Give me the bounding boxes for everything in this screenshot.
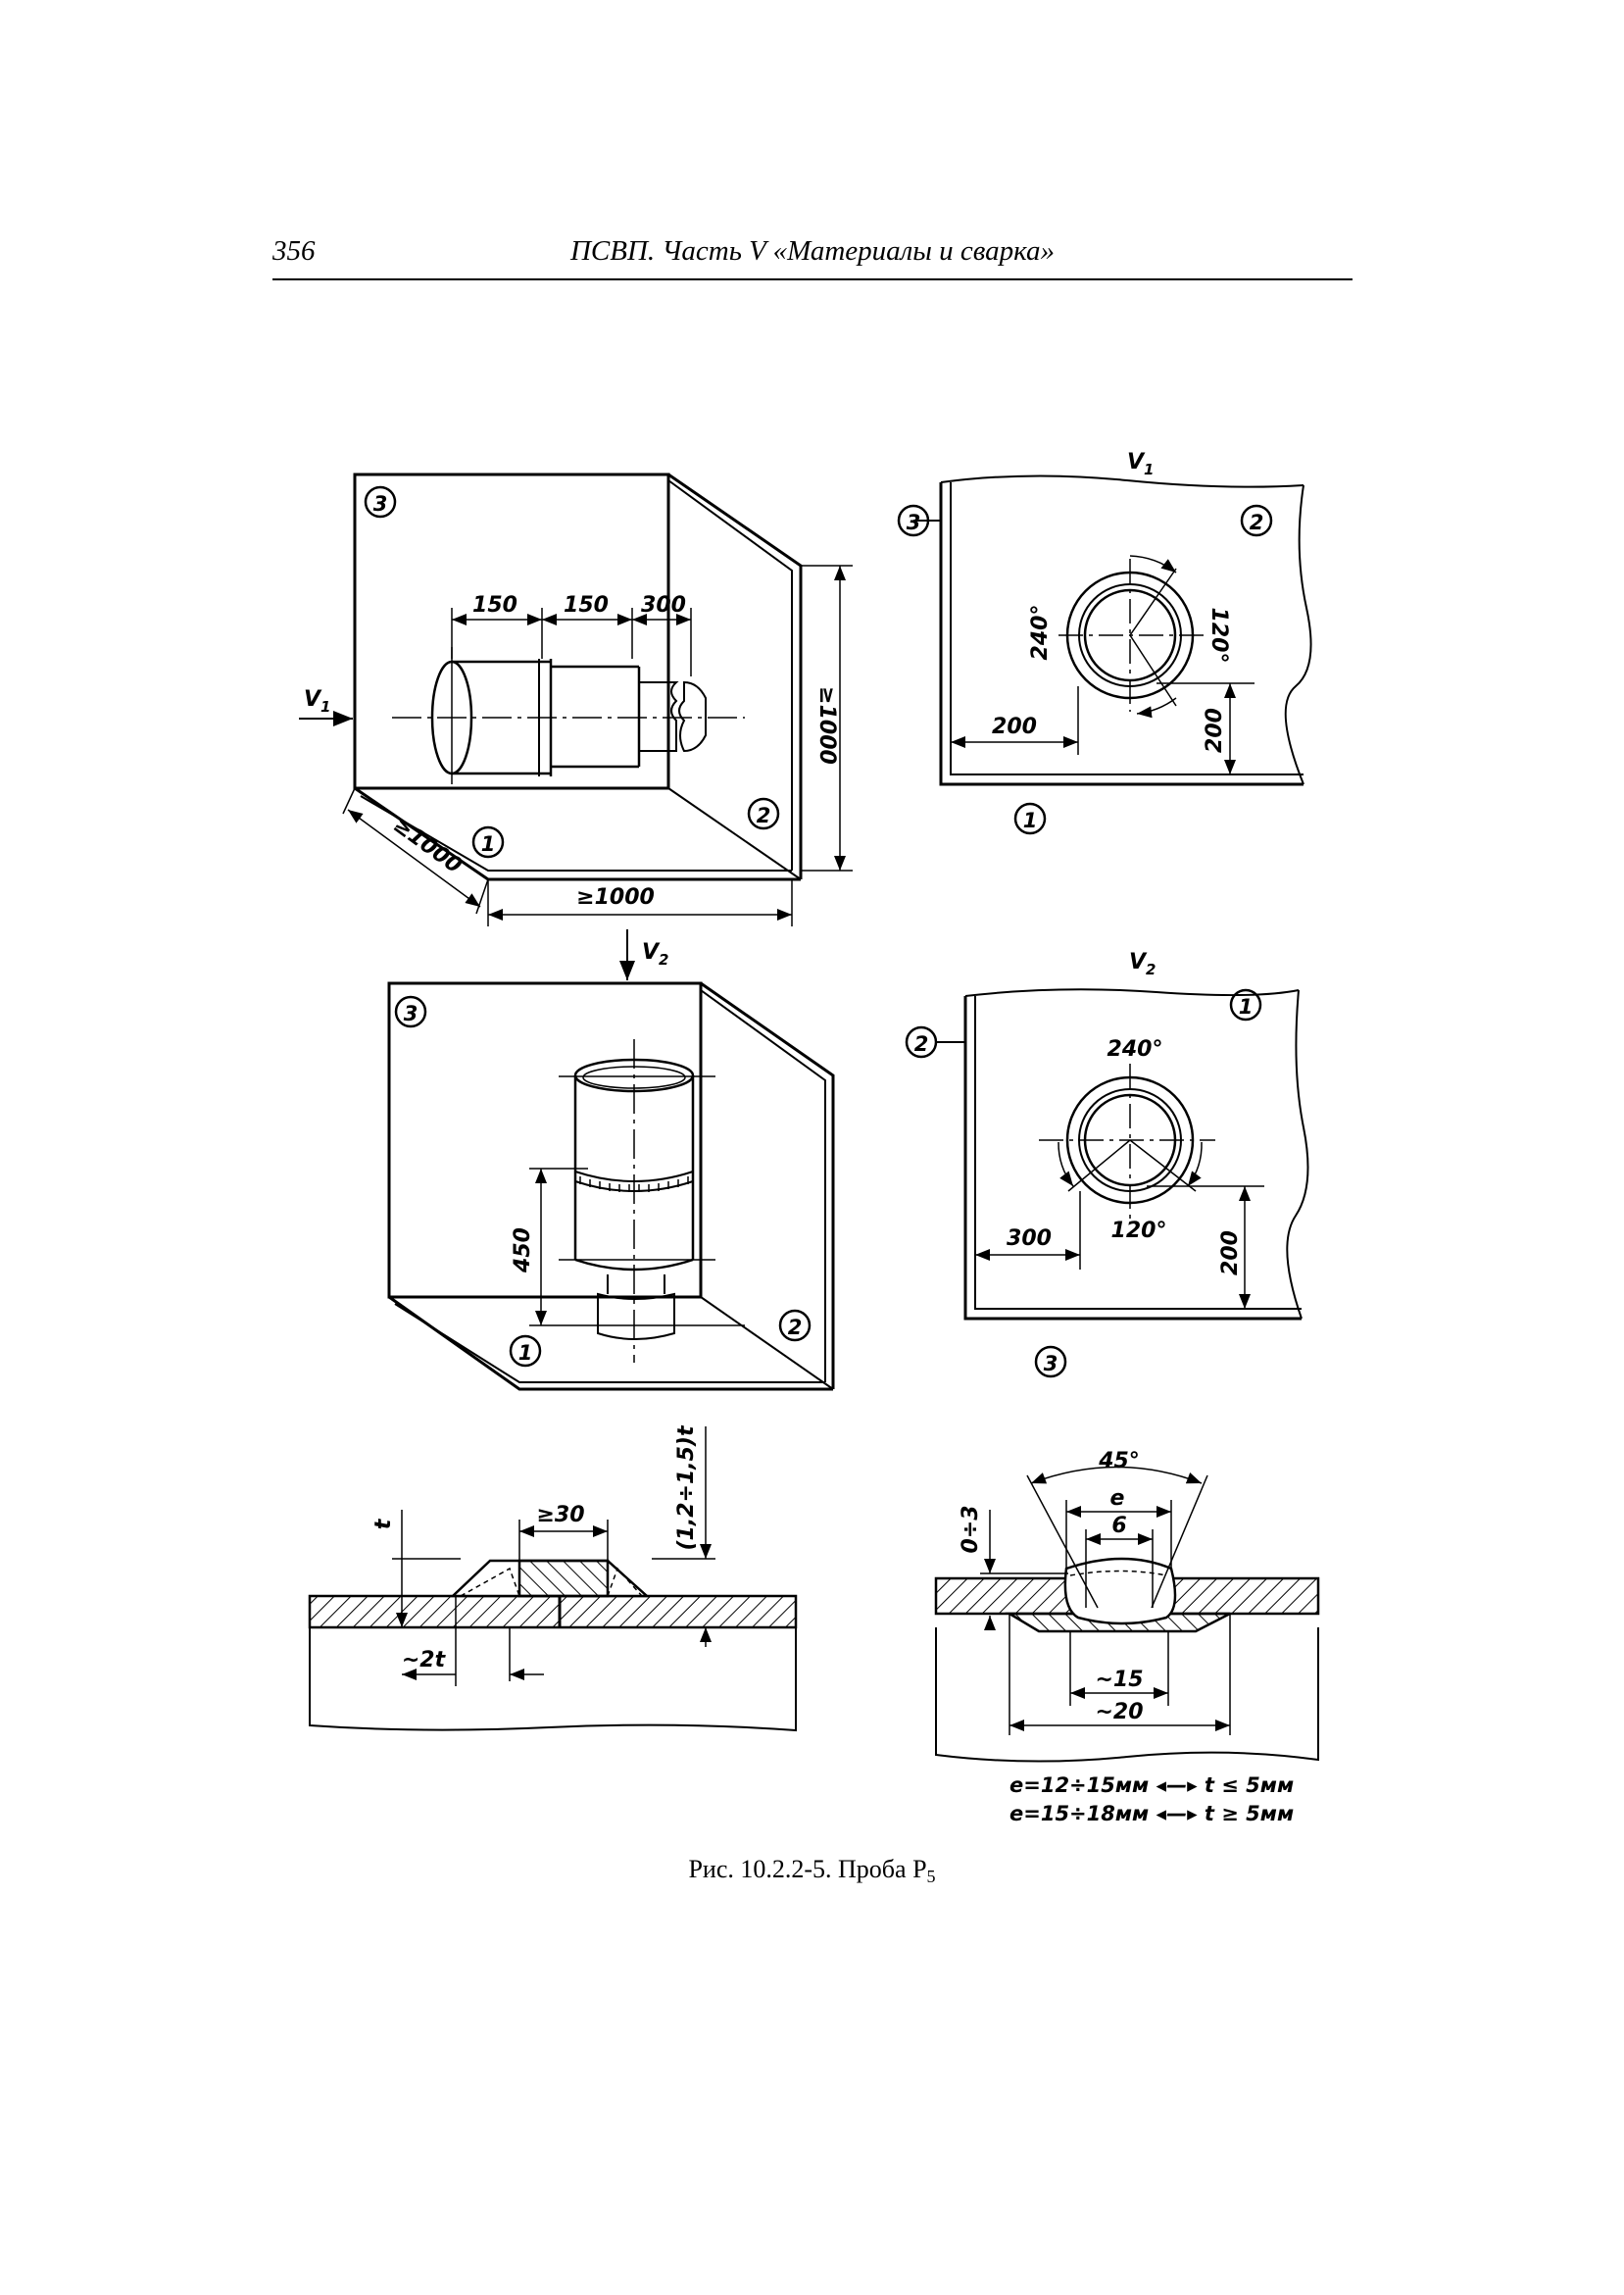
tl-plate-2: 2 — [757, 804, 771, 827]
mr-angle-a: 240° — [1107, 1037, 1163, 1062]
figure-caption: Рис. 10.2.2-5. Проба Р5 — [0, 1855, 1624, 1887]
tr-plate-1: 1 — [1023, 809, 1038, 832]
view-top-right — [897, 474, 1312, 835]
page-number: 356 — [272, 235, 316, 267]
dr-gap: 0÷3 — [959, 1505, 983, 1553]
caption-subscript: 5 — [926, 1867, 936, 1886]
dr-six: 6 — [1111, 1514, 1126, 1538]
ml-view-arrow: V2 — [642, 940, 668, 969]
mr-plate-2: 2 — [914, 1032, 929, 1056]
mr-dim-h: 300 — [1007, 1226, 1052, 1251]
tl-size-right: ≥1000 — [814, 686, 839, 765]
tl-plate-3: 3 — [373, 492, 388, 516]
detail-left — [308, 1426, 798, 1732]
tr-angle-a: 240° — [1028, 605, 1053, 661]
dr-d15: ~15 — [1095, 1668, 1143, 1692]
tr-plate-2: 2 — [1250, 511, 1264, 534]
dr-note-2: e=15÷18мм ◂—▸ t ≥ 5мм — [1009, 1802, 1294, 1825]
dl-offset: ~2t — [402, 1648, 447, 1672]
running-title: ПСВП. Часть V «Материалы и сварка» — [569, 235, 1056, 267]
dl-gap: ≥30 — [536, 1503, 584, 1527]
mr-plate-1: 1 — [1239, 995, 1254, 1019]
tl-size-diag: ≥1000 — [388, 813, 466, 878]
tr-angle-b: 120° — [1206, 608, 1231, 664]
view-mid-right — [905, 988, 1309, 1378]
dl-t: t — [371, 1518, 396, 1529]
tr-dim-h: 200 — [992, 715, 1037, 739]
tr-dim-v: 200 — [1203, 708, 1227, 753]
detail-right — [934, 1466, 1320, 1763]
tr-plate-3: 3 — [907, 511, 921, 534]
dl-rise: (1,2÷1,5)t — [674, 1424, 699, 1550]
dr-note-1: e=12÷15мм ◂—▸ t ≤ 5мм — [1009, 1773, 1294, 1797]
tr-title: V1 — [1127, 450, 1154, 478]
tl-view-arrow: V1 — [304, 687, 330, 716]
caption-text: Рис. 10.2.2-5. Проба Р — [688, 1855, 927, 1883]
ml-dim-450: 450 — [511, 1227, 535, 1273]
dr-e: e — [1110, 1486, 1125, 1511]
mr-angle-b: 120° — [1111, 1219, 1167, 1243]
mr-dim-v: 200 — [1218, 1230, 1243, 1275]
dr-d20: ~20 — [1095, 1700, 1143, 1724]
ml-plate-2: 2 — [788, 1316, 803, 1339]
tl-dim-150a: 150 — [472, 593, 517, 618]
mr-title: V2 — [1129, 950, 1156, 978]
ml-plate-1: 1 — [518, 1341, 533, 1365]
mr-plate-3: 3 — [1044, 1352, 1058, 1375]
view-top-left — [299, 473, 853, 926]
dr-angle: 45° — [1098, 1449, 1140, 1473]
page-header: 356 ПСВП. Часть V «Материалы и сварка» — [272, 235, 1353, 280]
tl-dim-300: 300 — [641, 593, 686, 618]
tl-plate-1: 1 — [481, 832, 496, 856]
ml-plate-3: 3 — [404, 1002, 418, 1025]
tl-dim-150b: 150 — [564, 593, 609, 618]
tl-size-bottom: ≥1000 — [576, 885, 655, 910]
view-mid-left — [387, 929, 835, 1391]
